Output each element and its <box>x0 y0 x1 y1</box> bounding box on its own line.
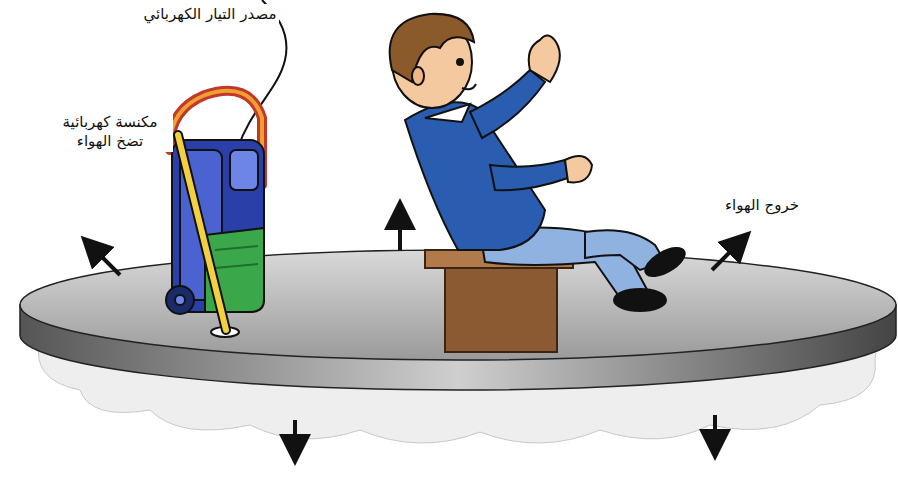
vacuum-label: مكنسة كهربائية تضخ الهواء <box>47 112 173 152</box>
hover-disc <box>20 250 896 390</box>
source-label: مصدر التيار الكهربائي <box>141 4 280 25</box>
air-exit-label: خروج الهواء <box>722 195 802 216</box>
boy-figure <box>390 14 689 311</box>
vacuum-cleaner <box>166 91 264 337</box>
